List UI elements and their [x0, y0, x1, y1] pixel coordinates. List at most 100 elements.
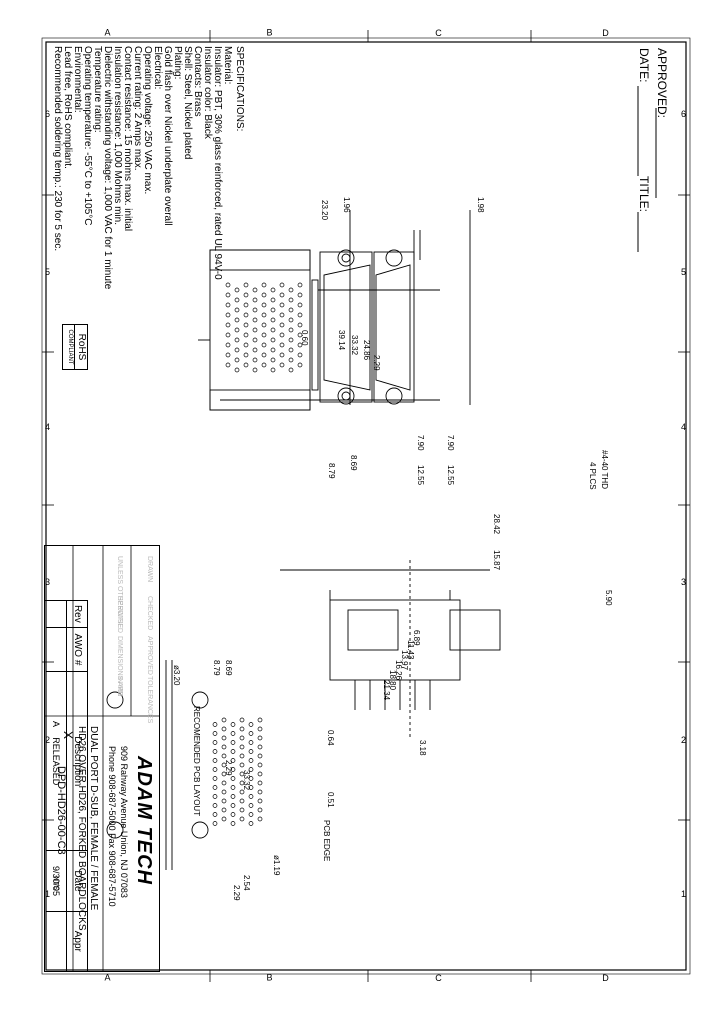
pcb-dim-9: 2.54 [242, 875, 251, 891]
pin-hole [225, 322, 231, 328]
pin-hole [212, 812, 218, 817]
zone-number-2-top: 2 [680, 735, 687, 746]
pin-hole [239, 816, 245, 822]
spec-line: Gold flash over Nickel underplate overal… [162, 46, 173, 226]
pin-hole [230, 812, 236, 817]
dim-top-3: 23.20 [320, 200, 329, 221]
pin-hole [248, 767, 254, 772]
pin-hole [221, 771, 227, 777]
pin-hole [297, 332, 303, 338]
pcb-dim-6: 2.29 [224, 760, 233, 776]
pin-hole [248, 785, 254, 790]
pin-hole [225, 352, 231, 358]
date-label: DATE: [637, 48, 651, 83]
date-line [637, 86, 639, 176]
pin-hole [230, 722, 236, 727]
pin-hole [261, 282, 267, 288]
pin-hole [212, 767, 218, 772]
pin-hole [239, 762, 245, 768]
pin-hole [261, 332, 267, 338]
pin-hole [230, 740, 236, 745]
pin-hole [257, 717, 263, 723]
pin-hole [279, 362, 285, 368]
thread-note: #4-40 THD [600, 450, 609, 489]
pin-hole [279, 282, 285, 288]
pin-hole [297, 312, 303, 318]
dim-top-13: 8.69 [349, 455, 358, 471]
pin-hole [248, 776, 254, 781]
dim-top-2: 1.96 [342, 197, 351, 213]
spec-line: Shell: Steel, Nickel plated [182, 46, 193, 160]
faint-field-label: SPECIFIED [116, 596, 123, 633]
pin-hole [270, 307, 276, 313]
title-block: ADAM TECH 909 Rahway Avenue Union, NJ 07… [44, 545, 160, 972]
dim-top-11: 7.90 [446, 435, 455, 451]
rohs-label: RoHS [76, 333, 87, 361]
pin-hole [239, 744, 245, 750]
pin-hole [261, 302, 267, 308]
pin-hole [230, 821, 236, 826]
pin-hole [288, 367, 294, 373]
pin-hole [243, 282, 249, 288]
pin-hole [288, 337, 294, 343]
pin-hole [248, 722, 254, 727]
dim-top-5: 33.32 [350, 335, 359, 356]
pin-hole [243, 312, 249, 318]
pin-hole [225, 332, 231, 338]
pin-hole [239, 780, 245, 786]
zone-letter-d-right: D [602, 972, 609, 983]
pin-hole [230, 749, 236, 754]
pcb-dim-8: ø1.19 [272, 855, 281, 876]
title-line [637, 212, 639, 252]
pin-hole [257, 780, 263, 786]
zone-number-5-top: 5 [680, 267, 687, 278]
pin-hole [288, 287, 294, 293]
spec-line: Environmental: [72, 46, 83, 113]
pin-hole [261, 362, 267, 368]
pin-hole [243, 342, 249, 348]
pin-hole [243, 362, 249, 368]
pin-hole [225, 292, 231, 298]
spec-line: Insulator color: Black [202, 46, 213, 139]
pin-hole [221, 798, 227, 804]
spec-line: Plating: [172, 46, 183, 80]
spec-line: Electrical: [152, 46, 163, 90]
pin-hole [221, 807, 227, 813]
pin-hole [261, 352, 267, 358]
pin-hole [288, 307, 294, 313]
pin-hole [261, 342, 267, 348]
pin-hole [257, 726, 263, 732]
pin-hole [252, 347, 258, 353]
zone-letter-d-left: D [602, 27, 609, 38]
faint-field-label: DRAWN [146, 556, 153, 583]
pin-hole [252, 367, 258, 373]
pin-hole [243, 352, 249, 358]
pin-hole [248, 821, 254, 826]
dim-side-10: 3.18 [418, 740, 427, 756]
pin-hole [212, 749, 218, 754]
dim-side-3: 5.90 [604, 590, 613, 606]
pin-hole [234, 367, 240, 373]
zone-number-5-bottom: 5 [44, 267, 51, 278]
spec-line: Current rating: 2 Amps max. [132, 46, 143, 171]
pin-hole [252, 337, 258, 343]
pcb-dim-1: 8.69 [224, 660, 233, 676]
pin-hole [248, 731, 254, 736]
pin-hole [225, 362, 231, 368]
pin-hole [288, 297, 294, 303]
zone-letter-c-left: C [435, 27, 442, 38]
pin-hole [239, 735, 245, 741]
pin-hole [257, 735, 263, 741]
dim-top-7: 2.29 [372, 355, 381, 371]
pin-hole [239, 807, 245, 813]
pcb-layout-title: RECOMENDED PCB LAYOUT [192, 706, 201, 817]
pin-hole [225, 282, 231, 288]
pin-hole [239, 789, 245, 795]
pin-hole [279, 322, 285, 328]
rohs-sub-label: COMPLIANT [66, 325, 75, 369]
pin-hole [279, 312, 285, 318]
pin-hole [279, 292, 285, 298]
pin-hole [257, 762, 263, 768]
pin-hole [225, 302, 231, 308]
